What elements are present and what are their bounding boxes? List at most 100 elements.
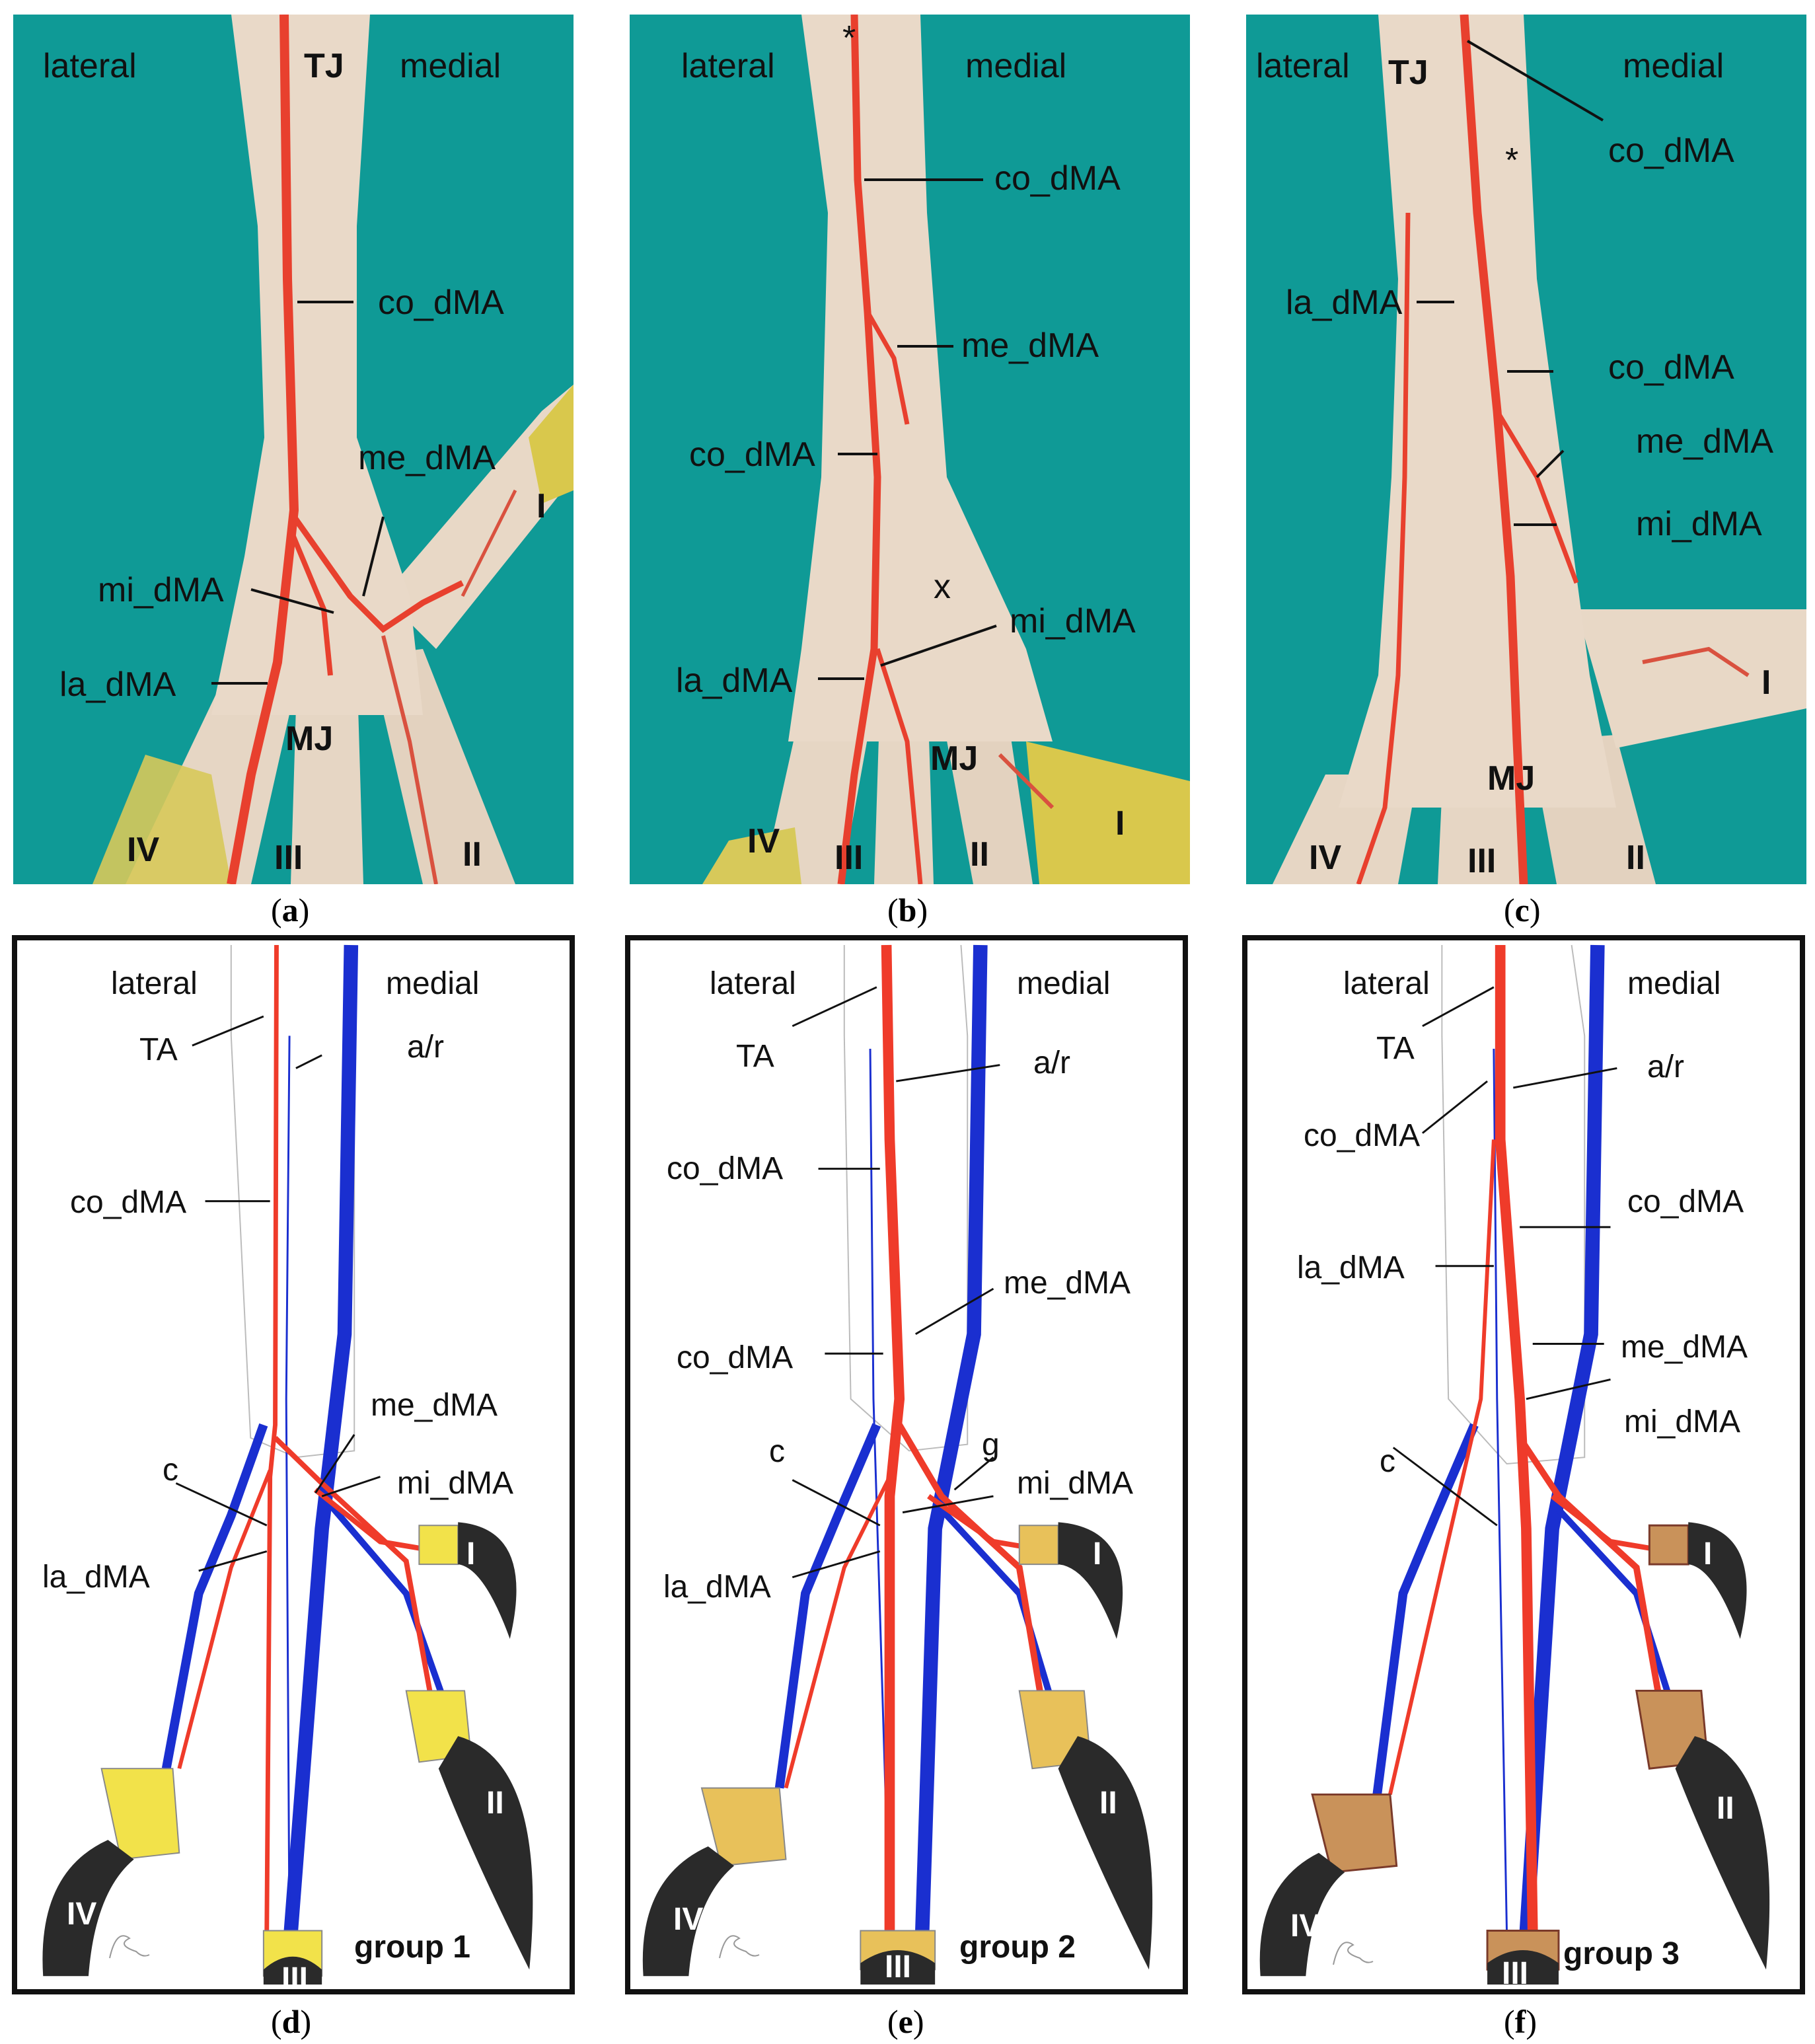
label-g-marker: g <box>982 1427 1000 1462</box>
label-digit-IV: IV <box>127 831 160 869</box>
label-lateral-artery: la_dMA <box>1297 1250 1405 1285</box>
label-digit-III: III <box>885 1949 912 1985</box>
label-medial-artery: me_dMA <box>1004 1266 1131 1301</box>
panel-f-drawing: lateral medial TA a/r co_dMA co_dMA la_d… <box>1242 935 1805 1994</box>
label-middle-artery: mi_dMA <box>98 571 224 609</box>
label-common-artery-lower: co_dMA <box>1608 348 1734 387</box>
label-middle-artery: mi_dMA <box>397 1466 514 1501</box>
label-metatarsophalangeal-joint: MJ <box>285 720 334 758</box>
artist-signature-icon <box>109 1935 150 1959</box>
label-digit-III: III <box>1502 1956 1529 1991</box>
label-medial: medial <box>1017 966 1111 1001</box>
label-lateral: lateral <box>710 966 796 1001</box>
panel-a-photo: lateral TJ medial co_dMA me_dMA I mi_dMA… <box>13 15 574 884</box>
label-middle-artery: mi_dMA <box>1636 505 1762 543</box>
panel-c-photo: lateral TJ medial co_dMA * la_dMA co_dMA… <box>1246 15 1806 884</box>
label-digit-I: I <box>1115 804 1125 843</box>
label-c-marker: c <box>769 1434 785 1469</box>
label-common-artery: co_dMA <box>1304 1118 1421 1153</box>
label-digit-III: III <box>834 839 864 877</box>
caption-f: (f) <box>1504 2003 1537 2040</box>
label-metatarsophalangeal-joint: MJ <box>930 739 979 778</box>
panel-e-drawing: lateral medial TA a/r co_dMA me_dMA co_d… <box>625 935 1188 1994</box>
caption-e: (e) <box>887 2003 924 2040</box>
label-digit-III: III <box>281 1961 309 1994</box>
label-anastomosis: a/r <box>407 1030 445 1065</box>
label-middle-artery: mi_dMA <box>1017 1466 1134 1501</box>
label-medial: medial <box>386 966 480 1001</box>
label-digit-III: III <box>274 839 303 877</box>
label-medial: medial <box>1623 47 1724 85</box>
label-digit-IV: IV <box>747 822 780 860</box>
label-tibial-artery: TA <box>139 1032 178 1067</box>
label-lateral-artery: la_dMA <box>676 662 793 700</box>
label-star: * <box>842 19 856 57</box>
label-metatarsophalangeal-joint: MJ <box>1487 759 1536 798</box>
artist-signature-icon <box>719 1935 760 1959</box>
label-common-artery: co_dMA <box>994 159 1121 198</box>
label-middle-artery: mi_dMA <box>1624 1404 1741 1439</box>
panel-d-drawing: lateral medial TA a/r co_dMA me_dMA c mi… <box>12 935 575 1994</box>
label-lateral: lateral <box>681 47 775 85</box>
panel-f-illustration <box>1259 944 1770 1985</box>
caption-c: (c) <box>1504 891 1541 928</box>
label-common-artery: co_dMA <box>378 284 504 322</box>
panel-e-illustration <box>642 944 1153 1985</box>
label-x-marker: x <box>934 568 951 606</box>
label-tibial-artery: TA <box>1376 1031 1415 1066</box>
label-group: group 2 <box>959 1930 1076 1965</box>
label-group: group 1 <box>354 1930 470 1965</box>
label-lateral-artery: la_dMA <box>663 1570 771 1605</box>
label-digit-I: I <box>1093 1536 1102 1571</box>
label-digit-I: I <box>1703 1536 1713 1571</box>
label-tibial-artery: TA <box>736 1039 774 1074</box>
artist-signature-icon <box>1333 1942 1374 1965</box>
label-lateral: lateral <box>111 966 198 1001</box>
label-medial-artery: me_dMA <box>1621 1330 1748 1365</box>
label-common-artery-lower: co_dMA <box>689 435 815 474</box>
label-lateral-artery: la_dMA <box>59 665 176 704</box>
label-digit-I: I <box>537 487 546 525</box>
panel-b-photo: * lateral medial co_dMA me_dMA co_dMA x … <box>630 15 1190 884</box>
label-digit-II: II <box>1099 1786 1117 1821</box>
label-lateral: lateral <box>1256 47 1350 85</box>
label-digit-IV: IV <box>1290 1909 1321 1944</box>
label-c-marker: c <box>1380 1444 1395 1479</box>
label-group: group 3 <box>1563 1936 1680 1971</box>
panel-a-illustration <box>93 15 574 884</box>
panel-c-illustration <box>1273 15 1806 884</box>
label-digit-II: II <box>463 835 482 874</box>
label-tarsometatarsal-joint: TJ <box>304 47 344 85</box>
label-medial-artery: me_dMA <box>371 1388 498 1423</box>
label-common-artery: co_dMA <box>667 1151 784 1186</box>
label-digit-II: II <box>1626 839 1645 877</box>
label-common-artery: co_dMA <box>1608 132 1734 170</box>
label-medial: medial <box>965 47 1067 85</box>
label-digit-II: II <box>1717 1791 1734 1826</box>
label-c-marker: c <box>163 1453 178 1488</box>
label-anastomosis: a/r <box>1647 1049 1685 1084</box>
label-common-artery-lower: co_dMA <box>677 1340 794 1375</box>
label-medial: medial <box>1627 966 1721 1001</box>
panel-d-illustration <box>42 944 533 1985</box>
label-middle-artery: mi_dMA <box>1010 602 1136 640</box>
label-anastomosis: a/r <box>1033 1045 1071 1080</box>
label-digit-II: II <box>970 835 989 874</box>
label-medial-artery: me_dMA <box>358 439 496 477</box>
label-tarsometatarsal-joint: TJ <box>1388 54 1428 92</box>
caption-a: (a) <box>271 891 310 928</box>
label-lateral: lateral <box>1343 966 1430 1001</box>
label-star: * <box>1505 141 1519 180</box>
label-common-artery-lower: co_dMA <box>1627 1184 1744 1219</box>
label-digit-III: III <box>1467 842 1497 880</box>
caption-b: (b) <box>887 891 928 928</box>
label-digit-IV: IV <box>1309 839 1342 877</box>
label-digit-I: I <box>1761 663 1771 702</box>
label-lateral-artery: la_dMA <box>1286 284 1403 322</box>
label-common-artery: co_dMA <box>70 1185 187 1220</box>
label-lateral-artery: la_dMA <box>42 1560 150 1595</box>
panel-b-illustration <box>702 15 1190 884</box>
label-digit-II: II <box>486 1786 504 1821</box>
label-lateral: lateral <box>43 47 137 85</box>
caption-d: (d) <box>271 2003 312 2040</box>
